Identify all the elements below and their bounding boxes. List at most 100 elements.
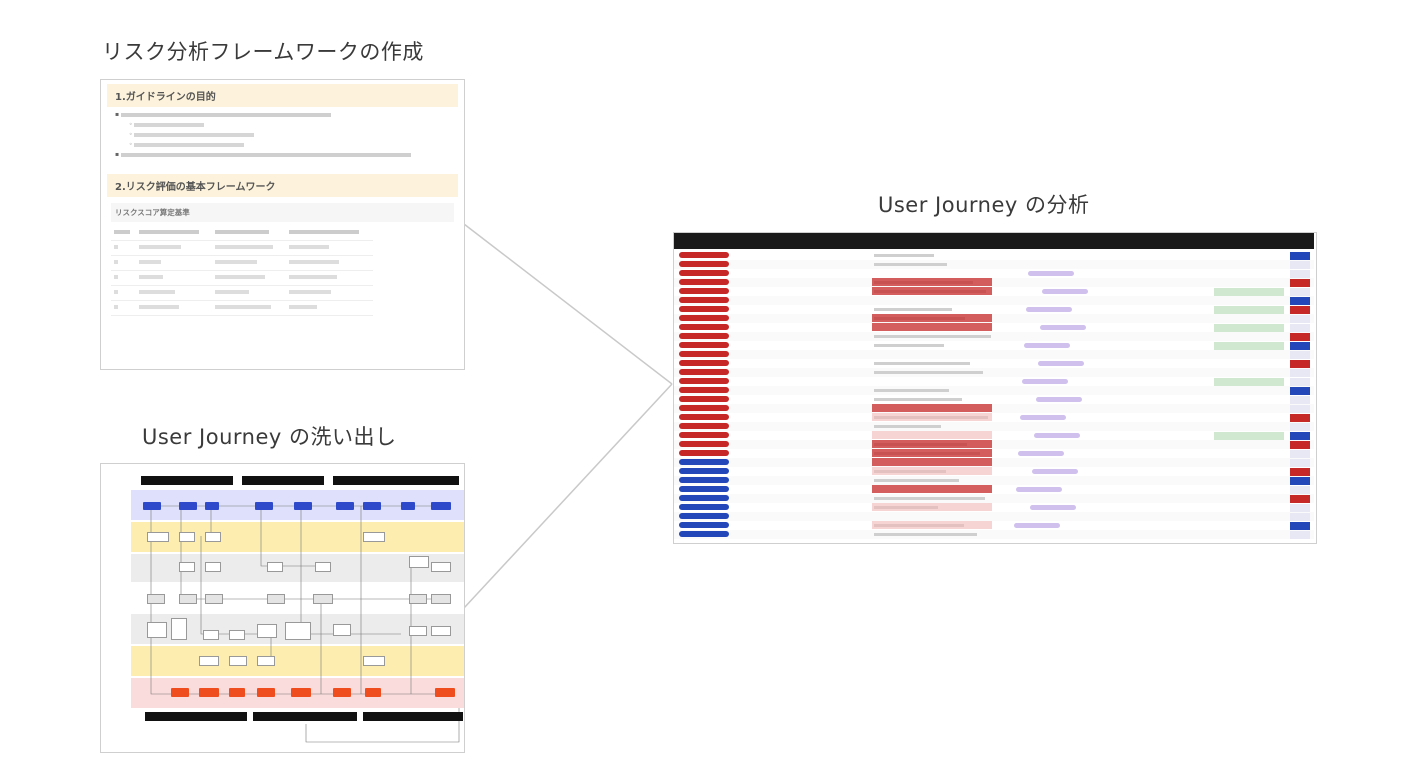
journey-node <box>333 688 351 697</box>
table-row <box>111 270 373 286</box>
sheet-row <box>674 521 1314 530</box>
table-row <box>111 226 373 241</box>
status-pill <box>1014 523 1060 528</box>
flag-cell <box>1290 324 1310 332</box>
sheet-row <box>674 269 1314 278</box>
journey-node <box>171 618 187 640</box>
journey-node <box>205 562 221 572</box>
journey-node <box>229 656 247 666</box>
journey-node <box>431 626 451 636</box>
journey-node <box>315 562 331 572</box>
journey-node <box>267 562 283 572</box>
journey-node <box>257 624 277 638</box>
risk-tag <box>679 378 729 384</box>
status-pill <box>1026 307 1072 312</box>
section2-heading: 2.リスク評価の基本フレームワーク <box>107 174 458 197</box>
sheet-row <box>674 485 1314 494</box>
user-journey-analysis-sheet-thumbnail <box>673 232 1317 544</box>
text-cell <box>874 335 991 338</box>
highlight-cell <box>872 323 992 331</box>
phase-footer-3 <box>363 712 463 721</box>
journey-node <box>431 594 451 604</box>
highlight-cell <box>872 485 992 493</box>
journey-node <box>199 656 219 666</box>
flag-cell <box>1290 297 1310 305</box>
journey-node <box>179 562 195 572</box>
text-cell <box>874 479 959 482</box>
risk-tag <box>679 351 729 357</box>
sheet-row <box>674 287 1314 296</box>
sheet-header-row <box>674 233 1314 249</box>
risk-tag <box>679 333 729 339</box>
risk-tag <box>679 396 729 402</box>
journey-node <box>205 502 219 510</box>
flag-cell <box>1290 252 1310 260</box>
flag-cell <box>1290 486 1310 494</box>
highlight-cell <box>872 287 992 295</box>
phase-header-3 <box>333 476 459 485</box>
sheet-row <box>674 350 1314 359</box>
flag-cell <box>1290 306 1310 314</box>
journey-node <box>431 502 451 510</box>
highlight-cell <box>872 458 992 466</box>
journey-node <box>147 594 165 604</box>
highlight-cell <box>872 413 992 421</box>
swimlane <box>131 646 464 676</box>
risk-tag <box>679 297 729 303</box>
flag-cell <box>1290 459 1310 467</box>
status-pill <box>1036 397 1082 402</box>
sheet-row <box>674 530 1314 539</box>
status-pill <box>1040 325 1086 330</box>
sheet-row <box>674 503 1314 512</box>
highlight-cell <box>872 503 992 511</box>
flag-cell <box>1290 288 1310 296</box>
bullet-line: ◦ <box>115 141 450 148</box>
journey-node <box>257 688 275 697</box>
journey-node <box>205 594 223 604</box>
risk-tag <box>679 270 729 276</box>
sheet-row <box>674 467 1314 476</box>
risk-framework-document-thumbnail: 1.ガイドラインの目的 ▪ ◦ ◦ ◦ ▪ 2.リスク評価の基本フレームワーク … <box>100 79 465 370</box>
flag-cell <box>1290 351 1310 359</box>
journey-node <box>257 656 275 666</box>
risk-tag <box>679 459 729 465</box>
risk-tag <box>679 531 729 537</box>
status-pill <box>1042 289 1088 294</box>
risk-tag <box>679 288 729 294</box>
risk-tag <box>679 468 729 474</box>
flag-cell <box>1290 387 1310 395</box>
flag-cell <box>1290 495 1310 503</box>
flag-cell <box>1290 279 1310 287</box>
journey-node <box>363 656 385 666</box>
sheet-row <box>674 368 1314 377</box>
table-row <box>111 240 373 256</box>
risk-tag <box>679 423 729 429</box>
risk-tag <box>679 252 729 258</box>
flag-cell <box>1290 504 1310 512</box>
flag-cell <box>1290 396 1310 404</box>
status-pill <box>1024 343 1070 348</box>
sheet-row <box>674 386 1314 395</box>
journey-node <box>409 556 429 568</box>
journey-node <box>229 688 245 697</box>
highlight-cell <box>872 431 992 439</box>
risk-tag <box>679 324 729 330</box>
flag-cell <box>1290 468 1310 476</box>
risk-tag <box>679 342 729 348</box>
flag-cell <box>1290 405 1310 413</box>
journey-node <box>291 688 311 697</box>
risk-tag <box>679 387 729 393</box>
phase-header-1 <box>141 476 233 485</box>
score-criteria-table <box>111 226 373 316</box>
risk-tag <box>679 522 729 528</box>
sheet-row <box>674 251 1314 260</box>
journey-node <box>147 532 169 542</box>
journey-node <box>143 502 161 510</box>
status-pill <box>1032 469 1078 474</box>
bullet-list: ▪ ◦ ◦ ◦ ▪ <box>101 111 464 158</box>
sheet-row <box>674 404 1314 413</box>
flag-cell <box>1290 522 1310 530</box>
sheet-row <box>674 305 1314 314</box>
journey-node <box>365 688 381 697</box>
journey-node <box>267 594 285 604</box>
